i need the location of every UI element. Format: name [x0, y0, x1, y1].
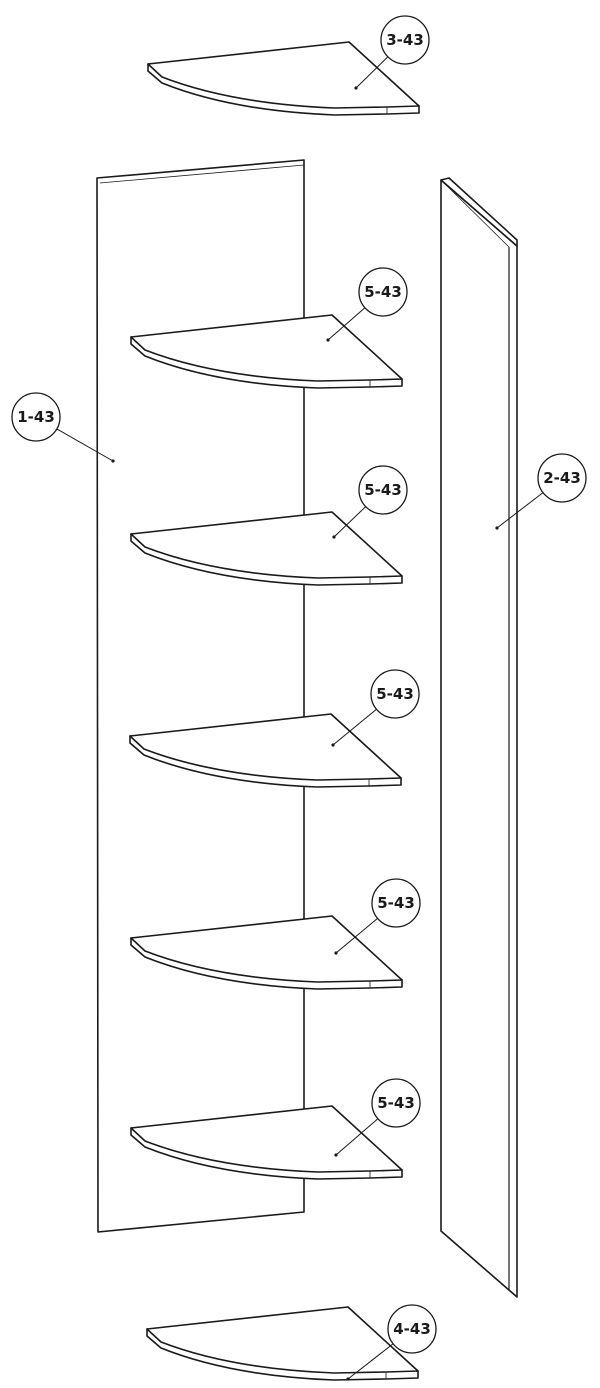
shelf-4: [130, 915, 403, 990]
part-number-label: 5-43: [377, 894, 415, 912]
part-number-label: 4-43: [393, 1320, 431, 1338]
callout-5-43: 5-43: [331, 669, 420, 747]
top-cover: [147, 41, 420, 116]
part-number-label: 2-43: [543, 469, 581, 487]
leader-line: [333, 506, 367, 538]
callout-bubble: [380, 15, 430, 65]
shelf-2: [130, 511, 403, 586]
callout-2-43: 2-43: [495, 453, 587, 530]
part-number-label: 1-43: [17, 408, 55, 426]
shelf-5: [130, 1105, 403, 1180]
callout-5-43: 5-43: [334, 1078, 421, 1157]
callout-bubble: [370, 669, 420, 719]
leader-dot: [334, 951, 338, 955]
leader-dot: [334, 1153, 338, 1157]
part-number-label: 5-43: [364, 481, 402, 499]
leader-line: [335, 917, 378, 954]
leader-line: [355, 56, 389, 89]
part-number-label: 5-43: [364, 283, 402, 301]
callout-1-43: 1-43: [11, 392, 115, 463]
leader-dot: [495, 526, 499, 530]
callout-bubble: [387, 1304, 437, 1354]
leader-line: [327, 307, 366, 341]
bottom-base: [146, 1306, 419, 1381]
leader-dot: [346, 1377, 350, 1381]
leader-dot: [354, 86, 358, 90]
shelf-1: [130, 314, 403, 389]
callout-bubble: [11, 392, 61, 442]
callout-bubble: [371, 878, 421, 928]
side-panel-right: [440, 177, 518, 1298]
shelf-3: [129, 713, 402, 788]
leader-line: [332, 708, 377, 746]
leader-line: [56, 428, 114, 462]
callout-5-43: 5-43: [332, 465, 408, 539]
leader-line: [496, 492, 544, 529]
callout-5-43: 5-43: [326, 267, 408, 342]
callout-4-43: 4-43: [346, 1304, 437, 1381]
leader-dot: [326, 338, 330, 342]
part-number-label: 5-43: [376, 685, 414, 703]
callout-bubble: [537, 453, 587, 503]
callout-3-43: 3-43: [354, 15, 430, 90]
callout-bubble: [358, 465, 408, 515]
callout-group: 3-43 5-43 5-43 1-43 2-43 5-43 5-43 5-43 4-43: [11, 15, 587, 1381]
leader-dot: [332, 535, 336, 539]
callout-bubble: [371, 1078, 421, 1128]
callout-5-43: 5-43: [334, 878, 421, 955]
part-number-label: 3-43: [386, 31, 424, 49]
callout-bubble: [358, 267, 408, 317]
leader-line: [335, 1118, 379, 1156]
leader-dot: [111, 459, 115, 463]
shelf-group: [129, 41, 420, 1381]
part-number-label: 5-43: [377, 1094, 415, 1112]
leader-dot: [331, 743, 335, 747]
leader-line: [347, 1343, 394, 1380]
